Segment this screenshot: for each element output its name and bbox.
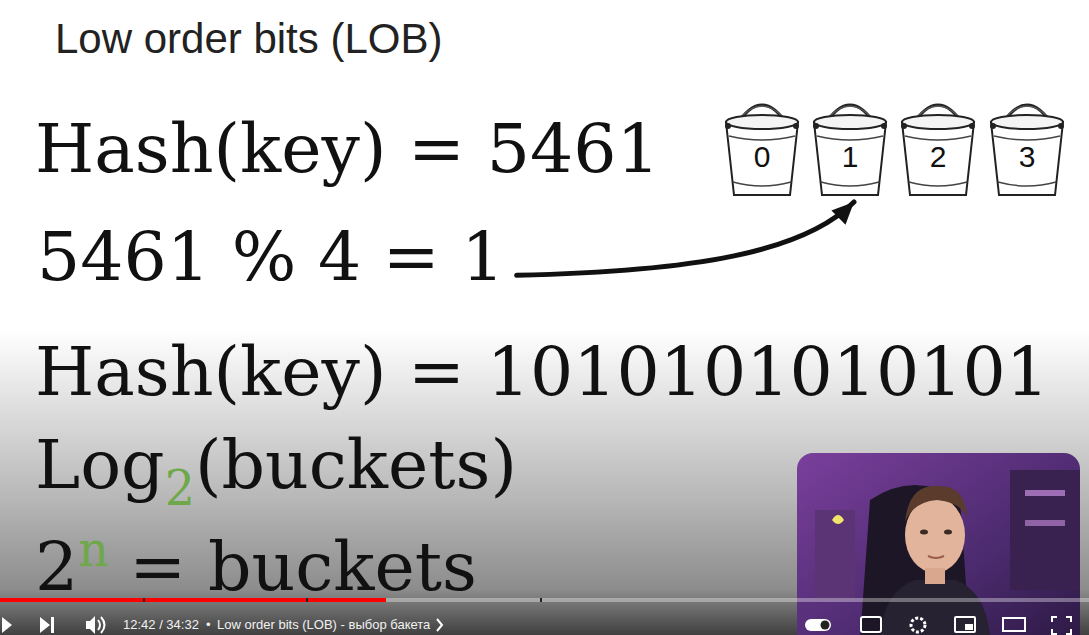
bucket-node: 2 bbox=[898, 90, 978, 198]
time-code: 12:42 / 34:32 bbox=[123, 617, 199, 633]
bucket-number: 3 bbox=[987, 140, 1067, 174]
slide-line: 2n= buckets bbox=[35, 530, 477, 605]
slide-text: (buckets) bbox=[195, 425, 517, 504]
slide-line: Hash(key) = 5461 bbox=[35, 112, 660, 187]
slide-text: 2 bbox=[165, 461, 195, 516]
chapter-gap bbox=[306, 598, 308, 602]
subtitles-icon bbox=[861, 617, 881, 632]
slide-text: = buckets bbox=[129, 527, 477, 606]
webcam-scene bbox=[797, 453, 1080, 635]
chapter-gap bbox=[540, 598, 542, 602]
slide-text: Log bbox=[35, 425, 165, 504]
bucket-rim bbox=[814, 115, 886, 129]
bucket-number: 2 bbox=[898, 140, 978, 174]
toggle-icon bbox=[805, 619, 831, 631]
bucket-band bbox=[994, 136, 1060, 140]
progress-track bbox=[0, 598, 1089, 602]
slide-line: Log2(buckets) bbox=[35, 428, 517, 503]
bucket-rivet bbox=[881, 123, 887, 129]
bucket-number: 0 bbox=[722, 140, 802, 174]
miniplayer-icon bbox=[955, 617, 975, 632]
volume-icon bbox=[86, 616, 105, 634]
bucket-rivet bbox=[725, 123, 731, 129]
next-icon bbox=[40, 617, 54, 633]
slide-text: Hash(key) = 1010101010101 bbox=[35, 332, 1049, 411]
bucket-band bbox=[998, 182, 1056, 186]
bucket-rim bbox=[726, 115, 798, 129]
slide-text: Hash(key) = 5461 bbox=[35, 109, 660, 188]
fullscreen-icon bbox=[1052, 617, 1071, 634]
curved-arrow bbox=[517, 202, 854, 275]
separator-dot: • bbox=[206, 617, 211, 633]
bucket-rim bbox=[991, 115, 1063, 129]
bucket-rivet bbox=[1058, 123, 1064, 129]
bucket-rivet bbox=[969, 123, 975, 129]
bucket-number: 1 bbox=[810, 140, 890, 174]
slide-title: Low order bits (LOB) bbox=[55, 16, 442, 62]
equation-text: 5461 % 4 = 1 bbox=[37, 220, 505, 295]
progress-played bbox=[0, 598, 386, 602]
chapter-title: Low order bits (LOB) - выбор бакета bbox=[217, 617, 430, 633]
bucket-band bbox=[821, 182, 879, 186]
slide-text: 2 bbox=[35, 527, 78, 606]
theater-icon bbox=[1003, 618, 1025, 631]
bucket-band bbox=[733, 182, 791, 186]
equation-node: 5461 % 4 = 1 bbox=[33, 220, 509, 295]
bucket-band bbox=[905, 136, 971, 140]
slide-line: Hash(key) = 1010101010101 bbox=[35, 335, 1049, 410]
bucket-rivet bbox=[990, 123, 996, 129]
bucket-node: 1 bbox=[810, 90, 890, 198]
slide-text: n bbox=[78, 522, 109, 577]
bucket-node: 0 bbox=[722, 90, 802, 198]
bucket-band bbox=[817, 136, 883, 140]
bucket-rivet bbox=[901, 123, 907, 129]
play-icon bbox=[2, 617, 12, 633]
bucket-band bbox=[909, 182, 967, 186]
settings-icon bbox=[911, 618, 925, 632]
arrow-head bbox=[831, 202, 854, 225]
bucket-band bbox=[729, 136, 795, 140]
bucket-rivet bbox=[793, 123, 799, 129]
arrow-line bbox=[517, 202, 854, 275]
chapter-gap bbox=[143, 598, 145, 602]
bucket-rivet bbox=[813, 123, 819, 129]
chevron-icon bbox=[437, 619, 442, 631]
bucket-rim bbox=[902, 115, 974, 129]
bucket-node: 3 bbox=[987, 90, 1067, 198]
